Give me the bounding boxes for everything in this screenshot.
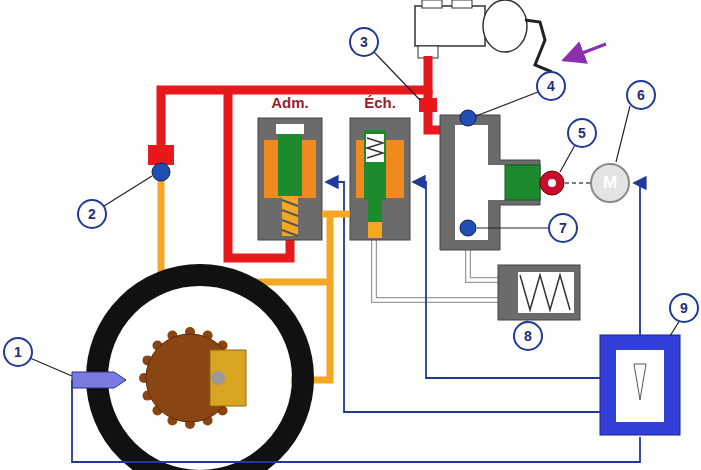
ecu [600,335,680,435]
callout-number: 2 [88,206,96,222]
callout-number: 6 [637,87,645,103]
callout-number: 4 [547,78,555,94]
outlet-valve-box: Éch. [350,118,410,240]
red-circuit [161,56,464,258]
check-ball [152,163,170,181]
callout-circles [4,28,698,366]
leader-lines [30,52,680,376]
callout-number: 3 [360,34,368,50]
wheel [97,275,303,470]
callout-number: 9 [680,300,688,316]
motor-label: M [603,173,617,193]
valve-label: Adm. [271,94,309,111]
master-cylinder [415,0,606,72]
callout-number: 1 [14,344,22,360]
check-valve-body [148,145,174,165]
inlet-valve-box: Adm. [258,118,322,240]
wires [72,182,640,462]
accumulator [498,265,580,320]
outlet-valve [350,118,410,240]
brake-line [322,211,350,218]
valve-label: Éch. [364,94,396,111]
wheel-sensor [72,372,126,388]
callout-number: 8 [524,328,532,344]
callout-number: 5 [578,125,586,141]
inlet-valve [258,118,322,240]
junction [419,98,437,112]
motor-circle: M [590,163,630,203]
callout-number: 7 [559,220,567,236]
